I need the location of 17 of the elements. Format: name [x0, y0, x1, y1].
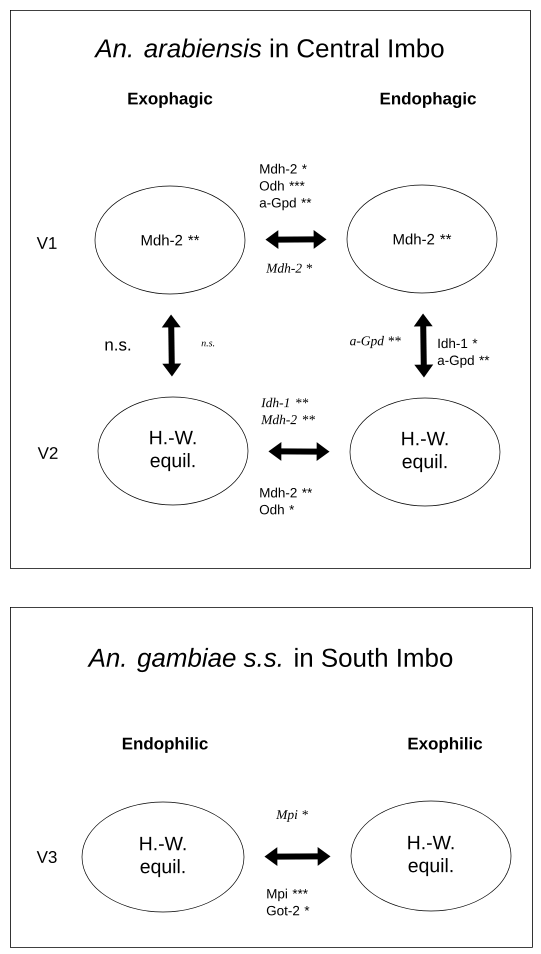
column-heading: Endophagic — [380, 92, 476, 108]
statistic-label: Mdh-2 ** Odh * — [260, 488, 312, 514]
row-label: V1 — [36, 237, 57, 249]
statistic-label: Mpi *** Got-2 * — [266, 888, 310, 916]
statistic-label: Idh-1 * a-Gpd ** — [438, 338, 490, 368]
statistic-label: Idh-1 ** Mdh-2 ** — [261, 398, 315, 424]
row-label: V3 — [36, 851, 57, 863]
column-heading: Exophagic — [128, 92, 212, 108]
statistic-label: Mdh-2 * Odh *** a-Gpd ** — [260, 164, 312, 210]
column-heading: Endophilic — [122, 737, 208, 753]
column-heading: Exophilic — [408, 737, 482, 753]
statistic-label: a-Gpd ** — [350, 336, 401, 348]
row-label: n.s. — [105, 341, 130, 351]
statistic-label: Mpi * — [276, 810, 308, 822]
row-label: V2 — [38, 447, 58, 459]
statistic-label: Mdh-2 * — [266, 263, 312, 273]
statistic-label: n.s. — [202, 342, 214, 346]
